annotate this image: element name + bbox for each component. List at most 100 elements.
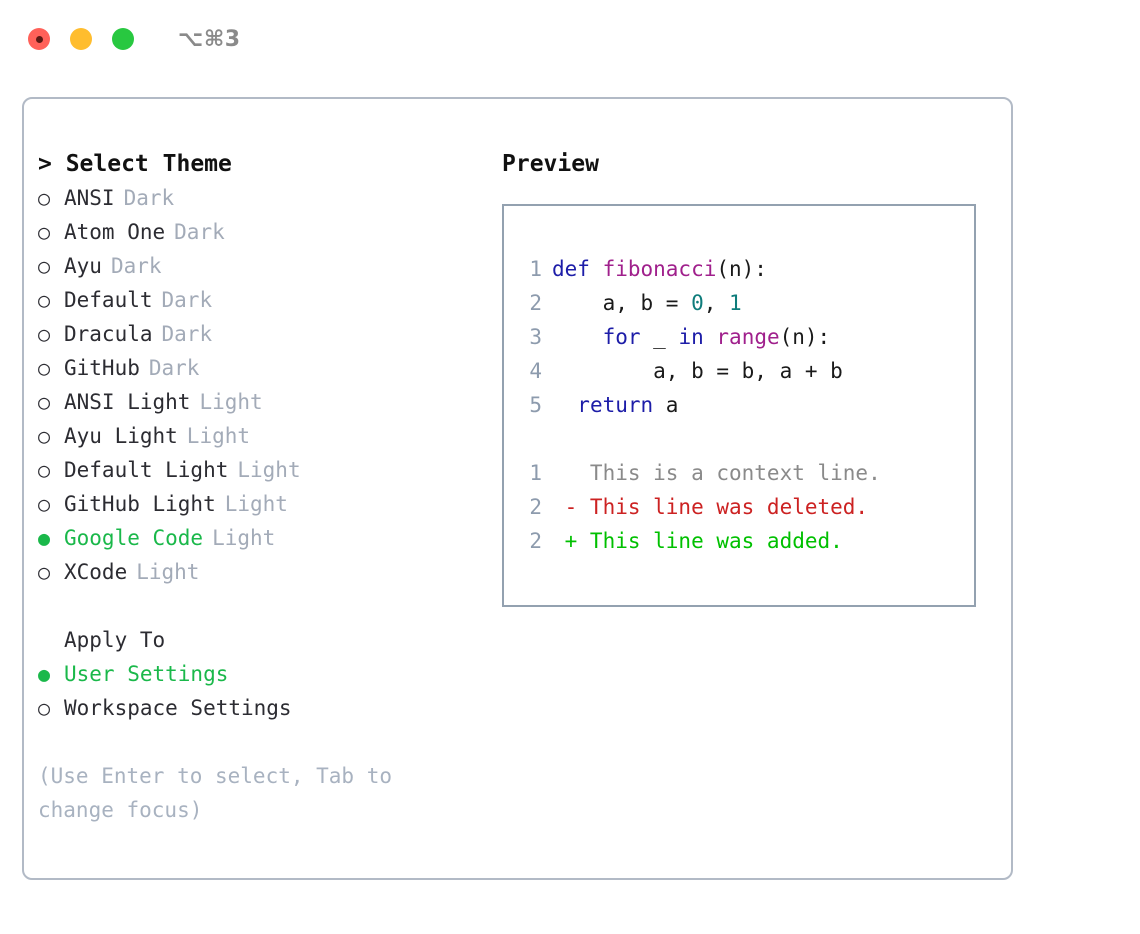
theme-variant-tag: Light [237,458,301,482]
radio-selected-icon[interactable]: ● [38,526,51,550]
radio-unselected-icon[interactable]: ○ [38,254,51,278]
radio-unselected-icon[interactable]: ○ [38,186,51,210]
line-number: 2 [529,495,542,519]
code-line: 2 a, b = 0, 1 [518,286,970,320]
theme-option-label: ANSI [64,186,115,210]
theme-variant-tag: Dark [161,288,213,312]
theme-variant-tag: Light [136,560,200,584]
theme-option[interactable]: ○ GitHub Dark [38,351,498,385]
theme-variant-tag: Light [186,424,251,448]
radio-unselected-icon[interactable]: ○ [38,560,51,584]
line-number: 5 [529,393,542,417]
code-token-pl: a, b = b, a + b [552,359,843,383]
code-line: 3 for _ in range(n): [518,320,970,354]
radio-unselected-icon[interactable]: ○ [38,356,51,380]
code-diff-separator [518,422,970,456]
keyboard-shortcut-label: ⌥⌘3 [178,26,241,52]
theme-option[interactable]: ● Google Code Light [38,521,498,555]
radio-unselected-icon[interactable]: ○ [38,288,51,312]
theme-option[interactable]: ○ XCode Light [38,555,498,589]
theme-option-label: Atom One [64,220,166,244]
minimize-window-button[interactable] [70,28,92,50]
close-window-button[interactable] [28,28,50,50]
code-token-kw: in [678,325,704,349]
code-token-fn: range [716,325,780,349]
theme-variant-tag: Light [199,390,263,414]
line-number: 2 [529,529,542,553]
radio-unselected-icon[interactable]: ○ [38,696,51,720]
list-spacer [38,589,498,623]
theme-variant-tag: Dark [110,254,162,278]
line-number: 1 [529,461,542,485]
radio-unselected-icon[interactable]: ○ [38,220,51,244]
code-line: 4 a, b = b, a + b [518,354,970,388]
code-token-num: 1 [729,291,742,315]
radio-unselected-icon[interactable]: ○ [38,322,51,346]
radio-unselected-icon[interactable]: ○ [38,390,51,414]
code-token-num: 0 [691,291,704,315]
code-token-pl: a [653,393,679,417]
apply-to-option[interactable]: ○ Workspace Settings [38,691,498,725]
code-line-text: return a [552,388,678,422]
theme-option-label: XCode [64,560,128,584]
code-token-pl [552,393,577,417]
title-bar: ⌥⌘3 [0,0,1140,78]
apply-to-header: Apply To [64,628,166,652]
theme-option-label: Ayu [64,254,102,278]
code-token-fn: fibonacci [602,257,717,281]
code-token-kw: return [577,393,654,417]
code-line-text: a, b = 0, 1 [552,286,742,320]
apply-to-option[interactable]: ● User Settings [38,657,498,691]
code-line-text: a, b = b, a + b [552,354,843,388]
code-token-pl: (n): [779,325,831,349]
radio-unselected-icon[interactable]: ○ [38,424,51,448]
code-token-pl: (n): [716,257,767,281]
theme-variant-tag: Light [224,492,288,516]
theme-option-label: GitHub [64,356,140,380]
apply-to-list: ● User Settings ○ Workspace Settings [38,657,498,725]
theme-option[interactable]: ○ Ayu Light Light [38,419,498,453]
apply-to-option-label: User Settings [64,662,229,686]
code-token-pl [704,325,717,349]
radio-unselected-icon[interactable]: ○ [38,492,51,516]
theme-variant-tag: Dark [174,220,225,244]
theme-option-label: Ayu Light [64,424,178,448]
maximize-window-button[interactable] [112,28,134,50]
theme-option-label: Default Light [64,458,229,482]
preview-title: Preview [502,151,599,177]
line-number: 4 [529,359,542,383]
theme-option[interactable]: ○ GitHub Light Light [38,487,498,521]
theme-variant-tag: Light [212,526,276,550]
code-token-kw: for [602,325,641,349]
theme-option[interactable]: ○ Default Light Light [38,453,498,487]
radio-selected-icon[interactable]: ● [38,662,51,686]
theme-option-label: Google Code [64,526,204,550]
line-number: 3 [529,325,542,349]
theme-option-label: ANSI Light [64,390,191,414]
apply-to-option-label: Workspace Settings [64,696,292,720]
theme-option-label: GitHub Light [64,492,216,516]
theme-option[interactable]: ○ Atom One Dark [38,215,498,249]
diff-line-text-ctx: This is a context line. [552,461,881,485]
line-number: 2 [529,291,542,315]
diff-block: 1 This is a context line.2 - This line w… [518,456,970,558]
code-token-pl: _ [640,325,679,349]
theme-variant-tag: Dark [161,322,213,346]
theme-option[interactable]: ○ ANSI Light Light [38,385,498,419]
theme-variant-tag: Dark [148,356,200,380]
code-line: 5 return a [518,388,970,422]
code-token-pl [552,325,603,349]
keyboard-hint-line-1: (Use Enter to select, Tab to [38,764,393,788]
radio-unselected-icon[interactable]: ○ [38,458,51,482]
theme-option[interactable]: ○ Ayu Dark [38,249,498,283]
